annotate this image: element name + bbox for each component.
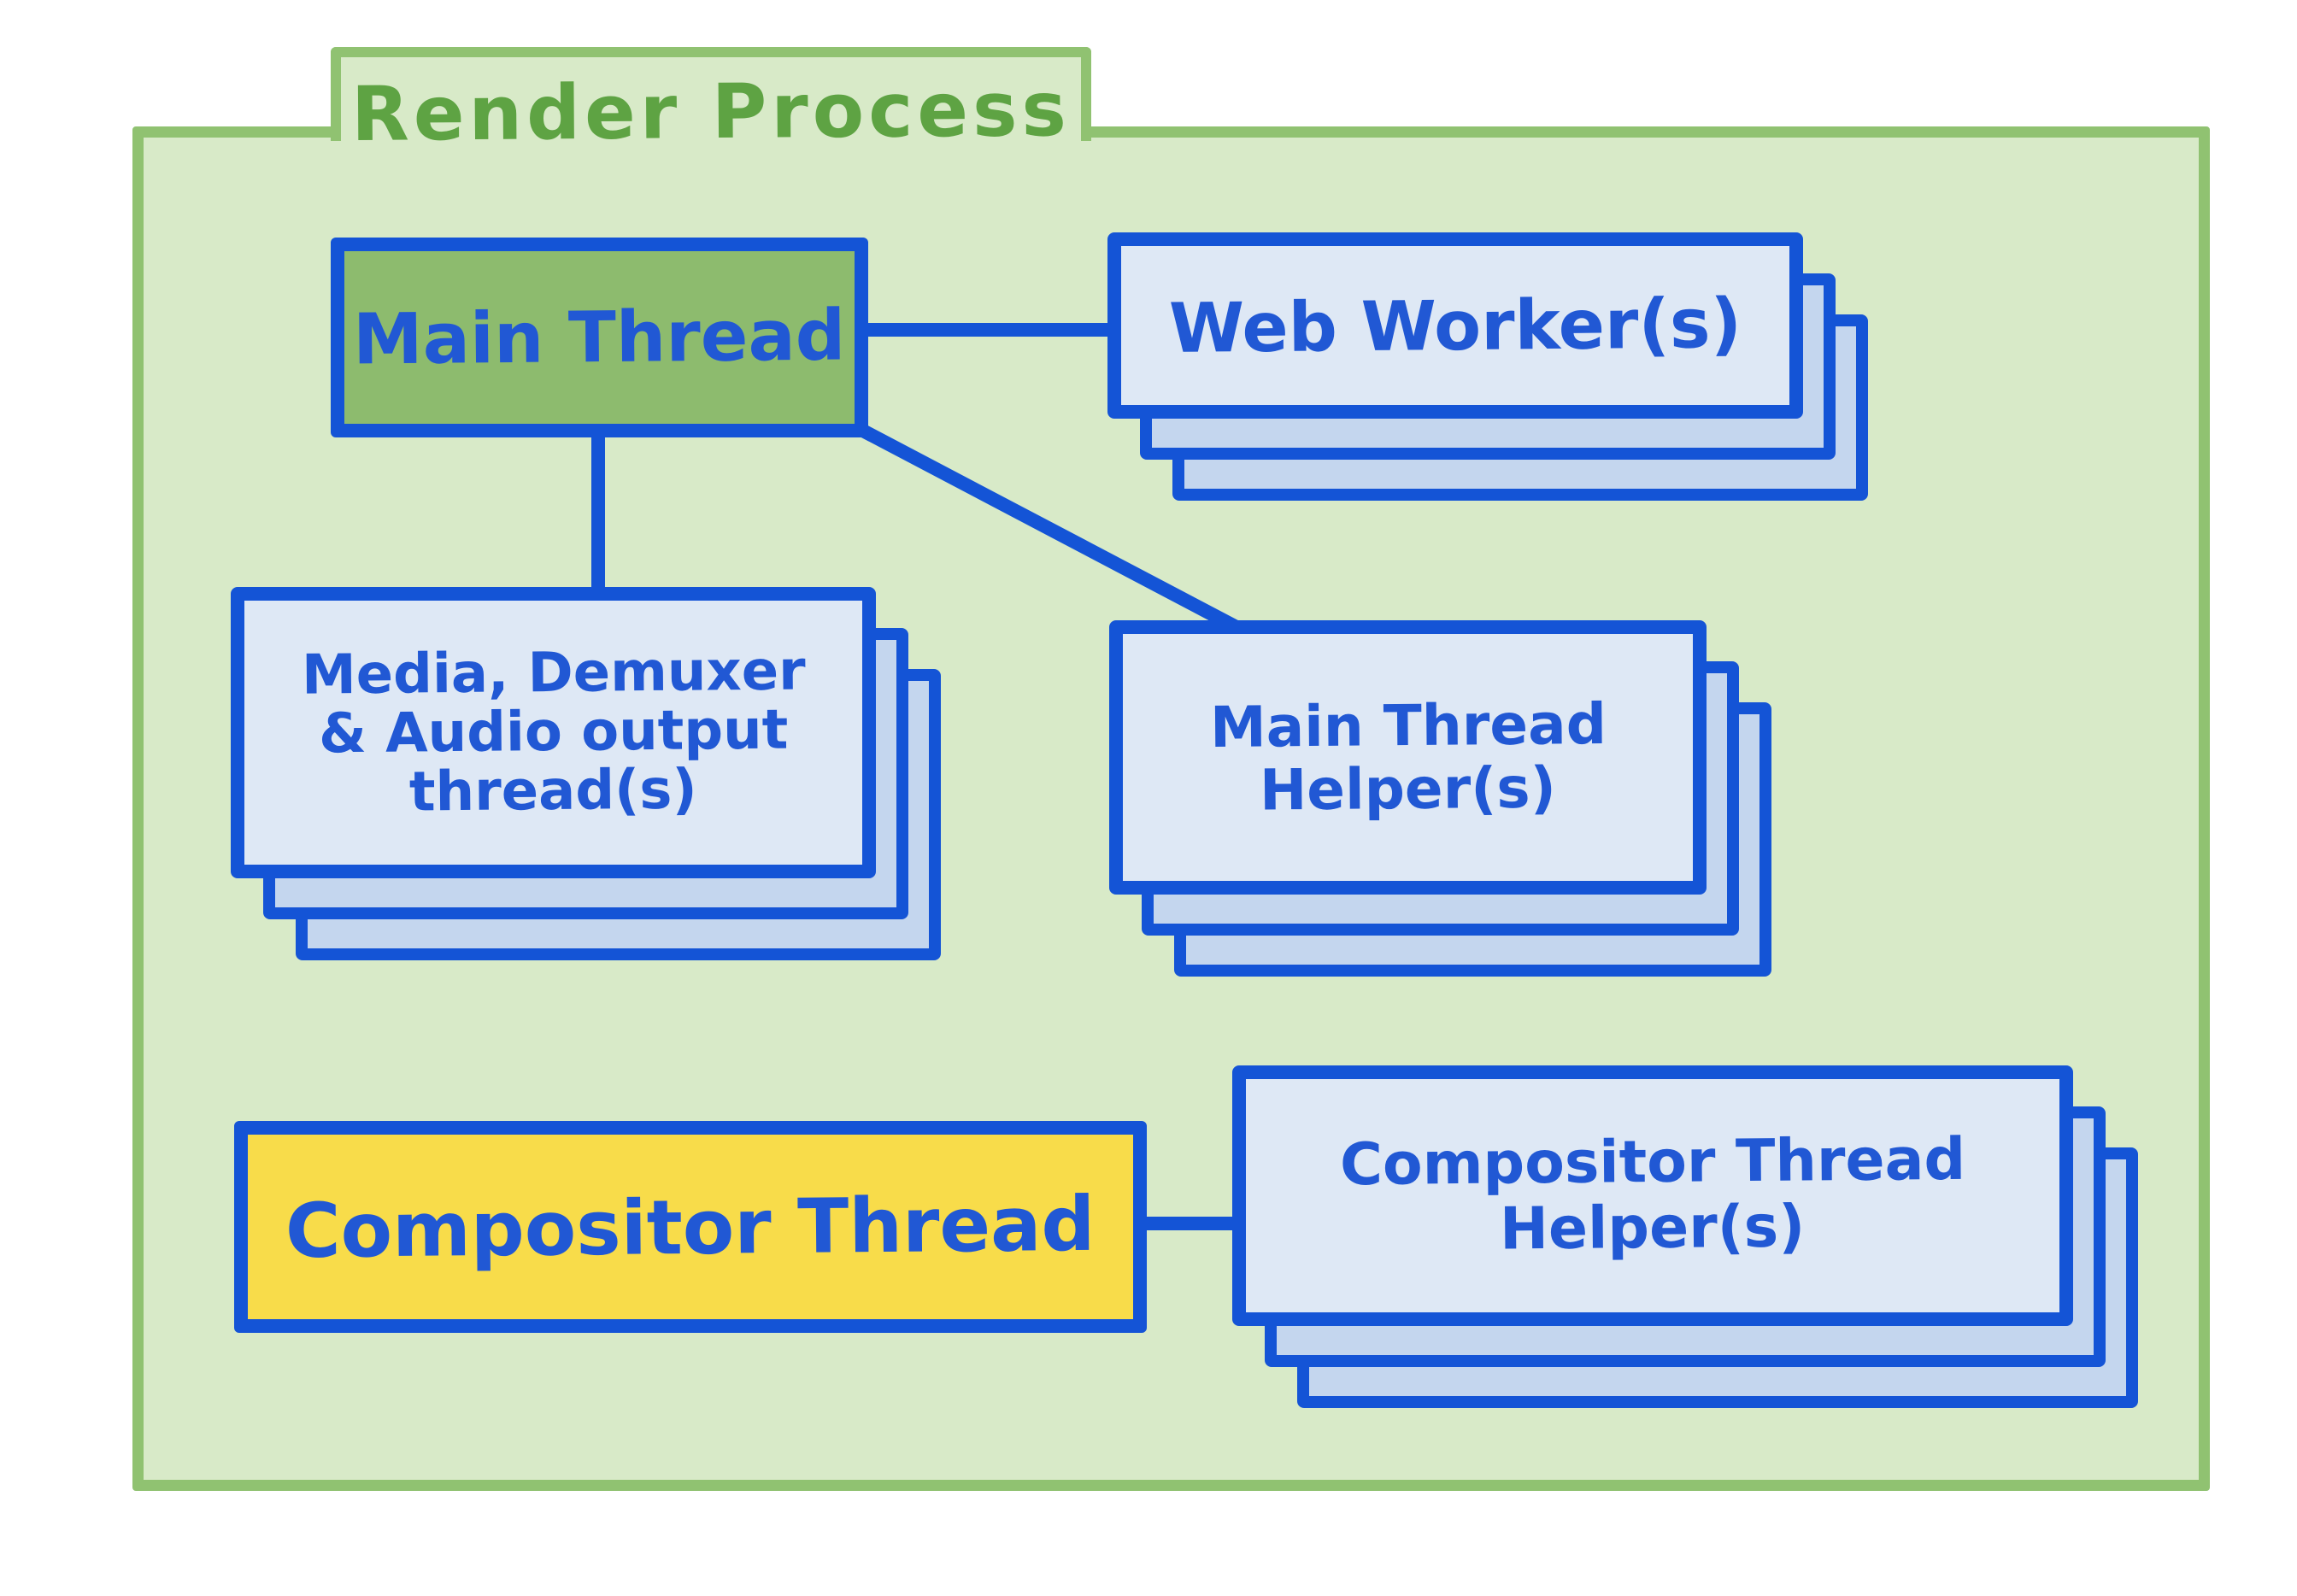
node-compositor-thread: Compositor Thread <box>234 1121 1147 1333</box>
connector-main-thread-main-thread-helpers <box>853 422 1256 641</box>
node-compositor-helpers-line1: Compositor Thread <box>1339 1126 1966 1200</box>
node-compositor-helpers-line2: Helper(s) <box>1500 1192 1806 1264</box>
node-main-thread-helpers: Main Thread Helper(s) <box>1109 620 1771 977</box>
stacked-card-front: Media, Demuxer & Audio output thread(s) <box>231 587 876 878</box>
node-media-label-line2: & Audio output <box>318 698 789 766</box>
node-main-thread-label: Main Thread <box>352 294 847 381</box>
stacked-card-front: Compositor Thread Helper(s) <box>1232 1065 2073 1326</box>
node-compositor-thread-label: Compositor Thread <box>285 1179 1096 1275</box>
node-media-label-line3: thread(s) <box>408 758 698 824</box>
stacked-card-front: Web Worker(s) <box>1107 232 1803 419</box>
node-main-thread-helpers-line2: Helper(s) <box>1259 754 1557 824</box>
node-media-label-line1: Media, Demuxer <box>301 639 806 707</box>
render-process-tab: Render Process <box>331 47 1091 157</box>
stacked-card-front: Main Thread Helper(s) <box>1109 620 1707 895</box>
node-web-workers-label: Web Worker(s) <box>1168 283 1742 368</box>
node-web-workers: Web Worker(s) <box>1107 232 1868 501</box>
node-media-demuxer-audio-threads: Media, Demuxer & Audio output thread(s) <box>231 587 941 960</box>
node-main-thread-helpers-line1: Main Thread <box>1209 690 1607 760</box>
node-main-thread: Main Thread <box>331 238 868 437</box>
node-compositor-thread-helpers: Compositor Thread Helper(s) <box>1232 1065 2138 1408</box>
